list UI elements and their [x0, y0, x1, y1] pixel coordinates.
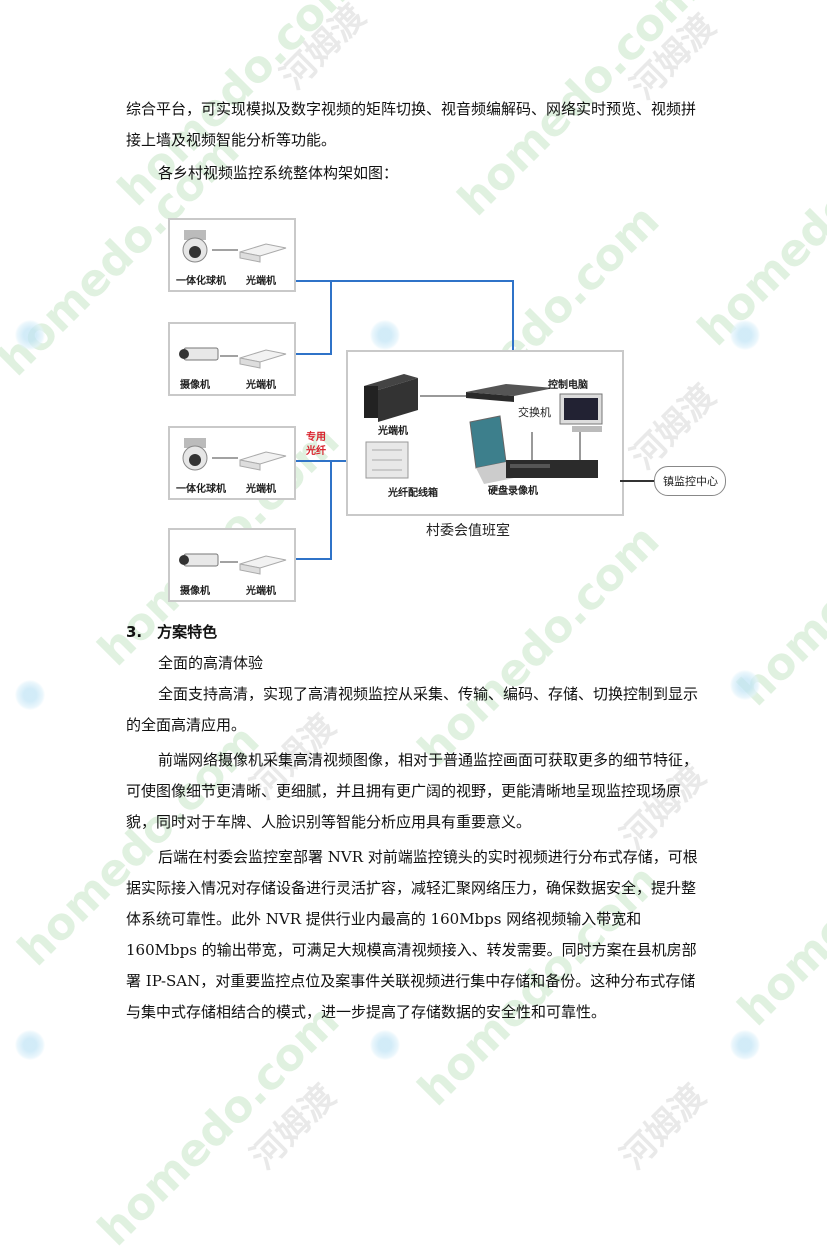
text-block-top: 综合平台，可实现模拟及数字视频的矩阵切换、视音频编解码、网络实时预览、视频拼接上… — [126, 94, 702, 189]
watermark-flower-icon — [15, 680, 45, 710]
room-caption: 村委会值班室 — [426, 523, 510, 539]
node-2-transceiver-label: 光端机 — [246, 380, 276, 391]
room-transceiver-label: 光端机 — [378, 426, 408, 437]
patch-box-label: 光纤配线箱 — [388, 488, 438, 499]
front-end-node-1: 一体化球机 光端机 — [168, 218, 296, 292]
node-3-transceiver-label: 光端机 — [246, 484, 276, 495]
watermark: homedo.com — [88, 995, 350, 1256]
watermark-flower-icon — [730, 320, 760, 350]
front-end-node-2: 摄像机 光端机 — [168, 322, 296, 396]
watermark-flower-icon — [15, 1030, 45, 1060]
nvr-label: 硬盘录像机 — [488, 486, 538, 497]
paragraph-5: 后端在村委会监控室部署 NVR 对前端监控镜头的实时视频进行分布式存储，可根据实… — [126, 848, 698, 1021]
node-4-transceiver-label: 光端机 — [246, 586, 276, 597]
switch-label: 交换机 — [518, 406, 551, 419]
fiber-label-1: 专用 — [306, 432, 326, 443]
section-heading: 3. 方案特色 — [126, 623, 218, 641]
paragraph-3: 全面支持高清，实现了高清视频监控从采集、传输、编码、存储、切换控制到显示的全面高… — [126, 685, 699, 734]
watermark-flower-icon — [730, 1030, 760, 1060]
node-3-camera-label: 一体化球机 — [176, 484, 226, 495]
node-2-camera-label: 摄像机 — [180, 380, 210, 391]
node-1-transceiver-label: 光端机 — [246, 276, 276, 287]
front-end-node-4: 摄像机 光端机 — [168, 528, 296, 602]
subheading: 全面的高清体验 — [158, 654, 264, 672]
watermark-cn: 河姆渡 — [273, 0, 374, 98]
control-pc-label: 控制电脑 — [548, 380, 588, 391]
town-center-label: 镇监控中心 — [663, 475, 718, 488]
front-end-node-3: 一体化球机 光端机 — [168, 426, 296, 500]
paragraph-4: 前端网络摄像机采集高清视频图像，相对于普通监控画面可获取更多的细节特征，可使图像… — [126, 751, 699, 831]
village-duty-room: 光端机 光纤配线箱 控制电脑 硬盘录像机 — [346, 350, 624, 516]
watermark-cn: 河姆渡 — [613, 1076, 714, 1178]
watermark-flower-icon — [15, 320, 45, 350]
watermark-flower-icon — [370, 1030, 400, 1060]
watermark-flower-icon — [370, 320, 400, 350]
node-4-camera-label: 摄像机 — [180, 586, 210, 597]
fiber-label-2: 光纤 — [306, 446, 326, 457]
watermark-cn: 河姆渡 — [623, 6, 724, 108]
watermark-flower-icon — [730, 670, 760, 700]
paragraph-1: 综合平台，可实现模拟及数字视频的矩阵切换、视音频编解码、网络实时预览、视频拼接上… — [126, 100, 697, 149]
town-center-node: 镇监控中心 — [654, 466, 726, 496]
text-block-bottom: 3. 方案特色 全面的高清体验 全面支持高清，实现了高清视频监控从采集、传输、编… — [126, 617, 702, 1028]
watermark-cn: 河姆渡 — [243, 1076, 344, 1178]
watermark: homedo.com — [728, 775, 827, 1036]
paragraph-2: 各乡村视频监控系统整体构架如图： — [158, 164, 399, 182]
network-architecture-diagram: 一体化球机 光端机 摄像机 光端机 一体化球机 光端机 — [160, 198, 733, 610]
node-1-camera-label: 一体化球机 — [176, 276, 226, 287]
